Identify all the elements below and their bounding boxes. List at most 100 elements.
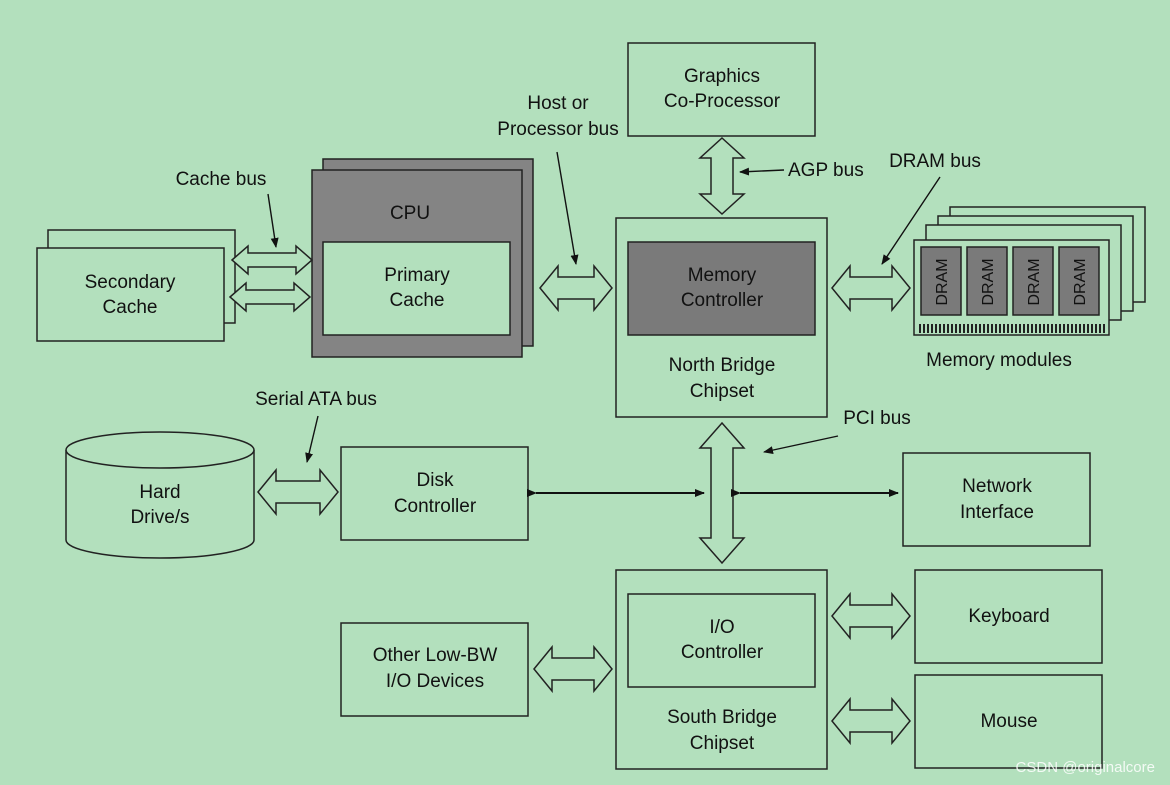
dram-pin: [919, 324, 921, 333]
sata-bus-pointer: [305, 415, 319, 463]
dram-pin: [931, 324, 933, 333]
dram-pin: [1035, 324, 1037, 333]
network-interface-label-2: Interface: [960, 502, 1034, 523]
dram-chip-2-label: DRAM: [980, 258, 997, 305]
dram-chip-4: DRAM: [1058, 246, 1100, 316]
dram-pin: [999, 324, 1001, 333]
hard-drive: Hard Drive/s: [65, 431, 255, 559]
memory-controller-box: Memory Controller: [627, 241, 816, 336]
dram-chip-3: DRAM: [1012, 246, 1054, 316]
dram-pin: [1095, 324, 1097, 333]
dram-pin: [979, 324, 981, 333]
disk-controller-box: Disk Controller: [340, 446, 529, 541]
dram-pin: [1015, 324, 1017, 333]
north-bridge-label-2: Chipset: [690, 381, 755, 402]
dram-bus-label: DRAM bus: [889, 151, 981, 172]
secondary-cache-box: Secondary Cache: [36, 229, 236, 342]
graphics-label-2: Co-Processor: [664, 91, 781, 112]
io-controller-box: I/O Controller: [627, 593, 816, 688]
dram-pin: [1039, 324, 1041, 333]
dram-pin: [1087, 324, 1089, 333]
mouse-arrow: [831, 696, 911, 746]
dram-pin: [1059, 324, 1061, 333]
keyboard-label: Keyboard: [968, 606, 1049, 627]
dram-pin: [1003, 324, 1005, 333]
sata-bus-arrow: [257, 467, 339, 517]
other-io-label-1: Other Low-BW: [373, 645, 498, 666]
north-bridge-label-1: North Bridge: [669, 355, 776, 376]
cache-bus-arrow-upper: [230, 244, 314, 276]
io-controller-label-2: Controller: [681, 642, 764, 663]
agp-bus-label: AGP bus: [788, 160, 864, 181]
dram-chip-1-label: DRAM: [934, 258, 951, 305]
dram-pin: [1047, 324, 1049, 333]
primary-cache-label-1: Primary: [384, 265, 450, 286]
mouse-box: Mouse: [914, 674, 1103, 769]
dram-bus-arrow: [831, 263, 911, 313]
agp-bus-pointer: [739, 167, 785, 176]
memory-modules-label: Memory modules: [926, 350, 1072, 371]
dram-bus-pointer: [881, 176, 941, 265]
dram-pin: [923, 324, 925, 333]
dram-pin: [947, 324, 949, 333]
memory-controller-label-2: Controller: [681, 290, 764, 311]
dram-pin: [1023, 324, 1025, 333]
dram-pins: [919, 324, 1105, 333]
dram-pin: [1007, 324, 1009, 333]
dram-pin: [1063, 324, 1065, 333]
other-io-label-2: I/O Devices: [386, 671, 484, 692]
io-controller-label-1: I/O: [709, 617, 734, 638]
memory-modules: DRAM DRAM DRAM DRAM Memory modules: [913, 206, 1146, 371]
dram-pin: [1103, 324, 1105, 333]
dram-pin: [975, 324, 977, 333]
dram-pin: [1027, 324, 1029, 333]
primary-cache-label-2: Cache: [390, 290, 445, 311]
dram-pin: [1051, 324, 1053, 333]
agp-bus-arrow: [698, 136, 746, 216]
host-bus-label-2: Processor bus: [497, 119, 618, 140]
mouse-label: Mouse: [980, 711, 1037, 732]
north-bridge-box: Memory Controller North Bridge Chipset: [615, 217, 828, 418]
other-io-arrow: [533, 644, 613, 694]
dram-pin: [1079, 324, 1081, 333]
dram-pin: [1091, 324, 1093, 333]
hard-drive-label-1: Hard: [139, 482, 180, 503]
pci-bus-arrow: [698, 421, 746, 565]
cpu-label: CPU: [390, 203, 430, 224]
cache-bus-label: Cache bus: [176, 169, 267, 190]
cache-bus-arrow-lower: [228, 281, 312, 313]
keyboard-box: Keyboard: [914, 569, 1103, 664]
graphics-coprocessor-box: Graphics Co-Processor: [627, 42, 816, 137]
dram-pin: [995, 324, 997, 333]
network-interface-box: Network Interface: [902, 452, 1091, 547]
dram-pin: [935, 324, 937, 333]
watermark: CSDN @originalcore: [1016, 759, 1155, 776]
host-bus-arrow: [539, 263, 613, 313]
south-bridge-box: I/O Controller South Bridge Chipset: [615, 569, 828, 770]
dram-pin: [1099, 324, 1101, 333]
secondary-cache-label-1: Secondary: [85, 272, 176, 293]
memory-controller-label-1: Memory: [688, 265, 757, 286]
dram-chip-3-label: DRAM: [1026, 258, 1043, 305]
cache-bus-pointer: [267, 193, 279, 248]
dram-pin: [983, 324, 985, 333]
dram-pin: [943, 324, 945, 333]
dram-pin: [1011, 324, 1013, 333]
host-bus-label-1: Host or: [527, 93, 589, 114]
primary-cache-box: Primary Cache: [322, 241, 511, 336]
pci-bus-pointer: [763, 435, 839, 455]
disk-controller-label-2: Controller: [394, 496, 477, 517]
disk-controller-label-1: Disk: [417, 470, 454, 491]
south-bridge-label-1: South Bridge: [667, 707, 777, 728]
dram-chip-2: DRAM: [966, 246, 1008, 316]
dram-pin: [971, 324, 973, 333]
hard-drive-label-2: Drive/s: [130, 507, 189, 528]
dram-pin: [1067, 324, 1069, 333]
dram-pin: [1075, 324, 1077, 333]
network-interface-label-1: Network: [962, 476, 1032, 497]
dram-pin: [967, 324, 969, 333]
south-bridge-label-2: Chipset: [690, 733, 755, 754]
keyboard-arrow: [831, 591, 911, 641]
graphics-label-1: Graphics: [684, 66, 760, 87]
dram-chip-4-label: DRAM: [1072, 258, 1089, 305]
